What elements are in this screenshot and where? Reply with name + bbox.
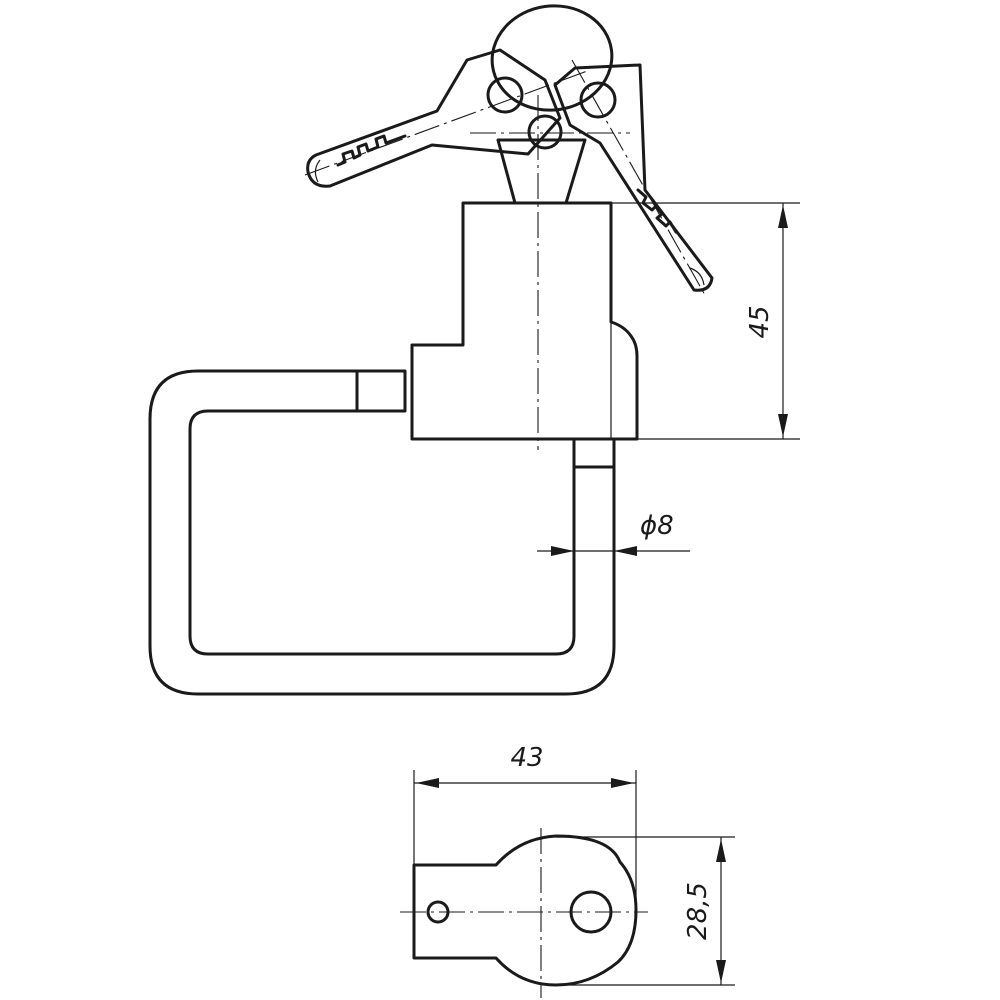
dimension-diameter: ϕ8 bbox=[537, 511, 690, 556]
key-bow-tab bbox=[496, 138, 587, 205]
shackle-outer bbox=[148, 369, 616, 696]
shackle-collar bbox=[355, 369, 407, 413]
dimension-label-43: 43 bbox=[510, 743, 543, 773]
dimension-label-diameter: ϕ8 bbox=[640, 511, 674, 541]
middle-key-hole bbox=[527, 114, 563, 150]
dimension-height: 45 bbox=[611, 202, 800, 440]
dimension-depth: 28,5 bbox=[556, 836, 735, 986]
top-view-outline bbox=[412, 834, 638, 987]
left-key bbox=[304, 48, 591, 188]
lock-body-upper bbox=[410, 201, 639, 441]
top-view: 43 28,5 bbox=[400, 743, 735, 998]
shackle-inner bbox=[188, 409, 576, 656]
key-ring bbox=[490, 4, 614, 112]
shackle-plug bbox=[572, 437, 616, 469]
right-key bbox=[553, 59, 714, 296]
dimension-width: 43 bbox=[413, 743, 637, 910]
dimension-label-45: 45 bbox=[745, 305, 775, 338]
front-view: 45 ϕ8 bbox=[148, 4, 800, 696]
dimension-label-28-5: 28,5 bbox=[683, 882, 713, 940]
